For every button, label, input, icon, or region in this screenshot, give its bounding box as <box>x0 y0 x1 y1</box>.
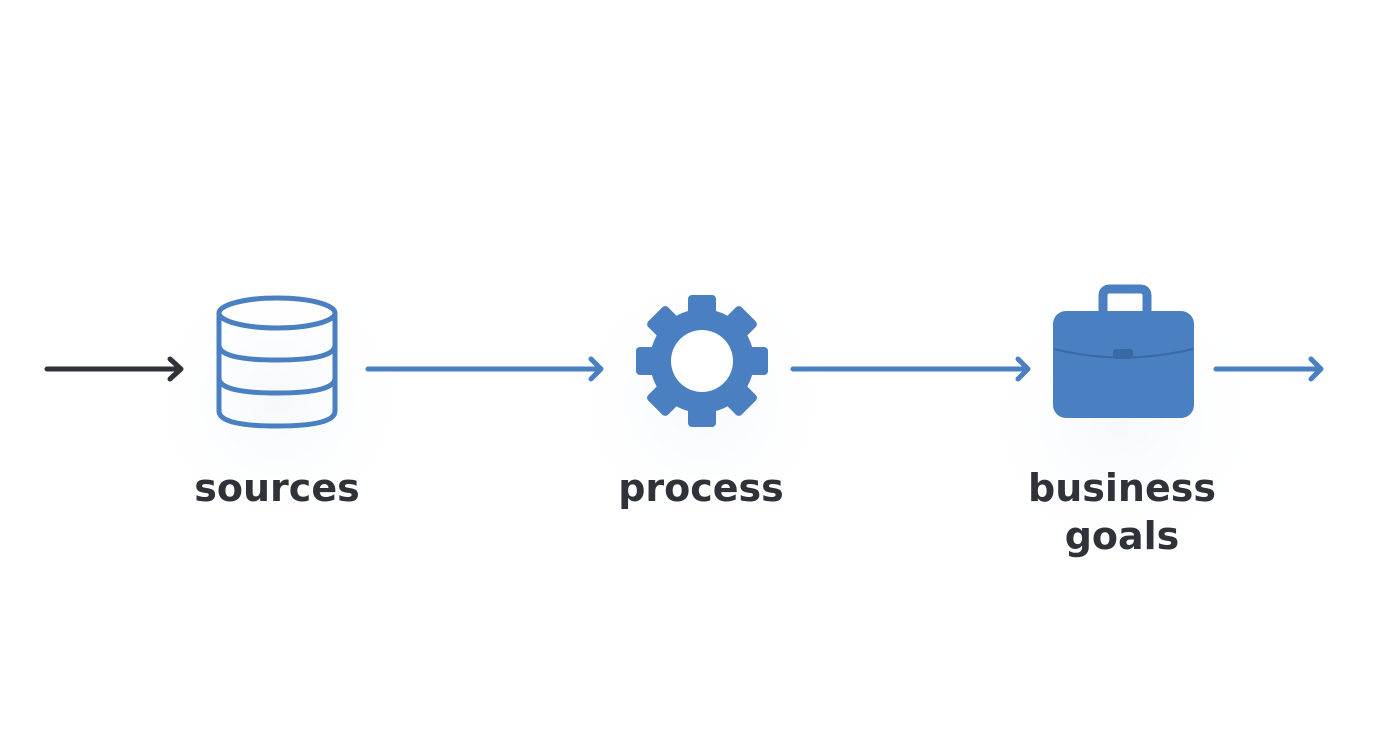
arrow-sources-to-process <box>365 356 604 382</box>
database-icon <box>216 295 338 429</box>
output-arrow <box>1213 356 1324 382</box>
process-label: process <box>618 466 784 510</box>
gear-icon <box>636 295 768 427</box>
goals-halo <box>962 260 1282 580</box>
arrow-process-to-goals <box>790 356 1031 382</box>
business-goals-label-line-1: business <box>1028 466 1216 510</box>
briefcase-icon <box>1053 284 1194 418</box>
business-goals-label: business goals <box>992 464 1252 560</box>
sources-label: sources <box>194 466 360 510</box>
input-arrow <box>44 356 184 382</box>
sources-halo <box>128 250 428 550</box>
business-goals-label-line-2: goals <box>1064 514 1180 558</box>
